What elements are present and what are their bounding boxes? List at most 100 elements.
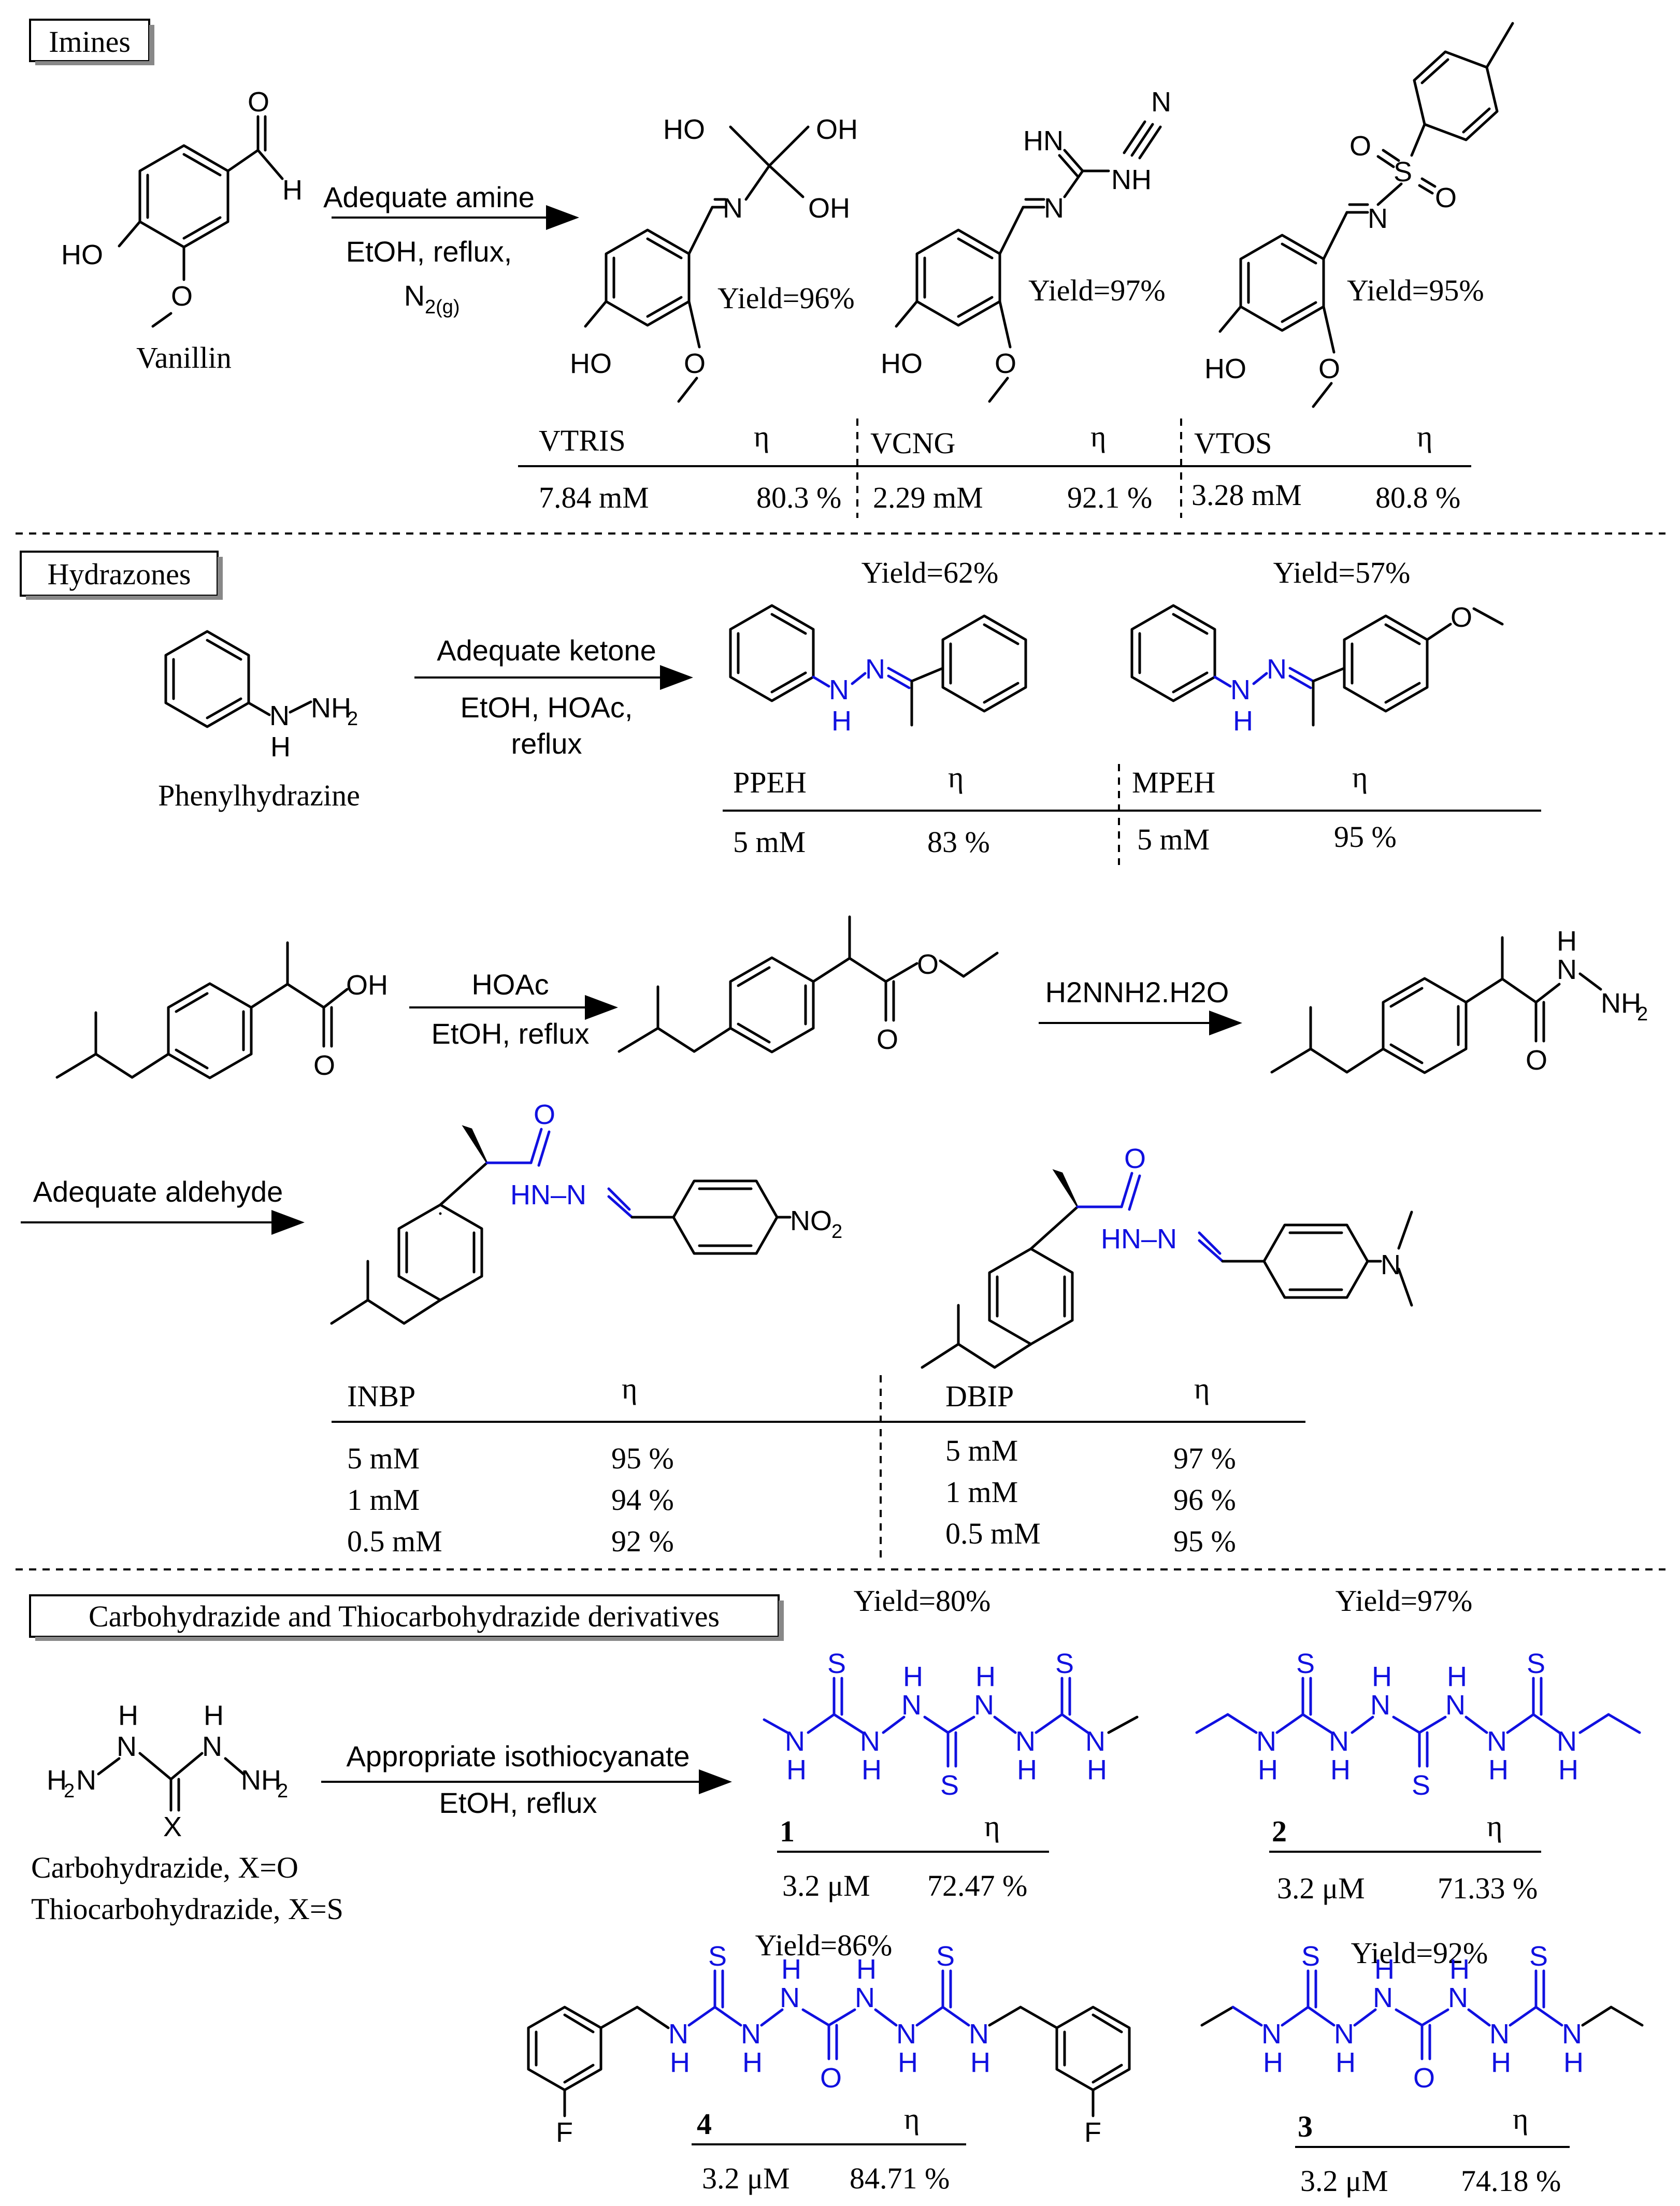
atom-h: H — [1263, 2047, 1283, 2078]
atom-h: H — [1258, 1754, 1278, 1785]
atom-s: S — [827, 1648, 846, 1679]
atom-h: H — [282, 175, 303, 206]
atom-n: N — [1151, 86, 1171, 118]
atom-subscript: 2 — [64, 1780, 75, 1802]
condition-text: reflux — [511, 727, 582, 760]
atom-n: N — [1557, 954, 1577, 985]
atom-n: N — [117, 1731, 137, 1762]
atom-f: F — [556, 2117, 573, 2148]
table-cell: 95 % — [1173, 1524, 1236, 1558]
atom-h: H — [856, 1954, 877, 1985]
table-header: η — [622, 1372, 637, 1405]
table-header: VTOS — [1194, 426, 1272, 460]
atom-ho: HO — [570, 348, 612, 379]
carbo-title: Carbohydrazide and Thiocarbohydrazide de… — [89, 1599, 720, 1633]
yield-label: Yield=97% — [1028, 273, 1166, 307]
atom-h: H — [1017, 1754, 1037, 1785]
atom-n: N — [1368, 203, 1388, 234]
compound-1-table: 1 η 3.2 μM 72.47 % — [777, 1809, 1049, 1902]
compound-4-table: 4 η 3.2 μM 84.71 % — [692, 2102, 966, 2195]
atom-h: H — [204, 1700, 224, 1731]
table-header: INBP — [347, 1379, 415, 1413]
compound-2-table: 2 η 3.2 μM 71.33 % — [1269, 1809, 1541, 1905]
atom-h: H — [975, 1661, 996, 1692]
atom-o: O — [1318, 353, 1340, 384]
table-cell: 3.2 μM — [1300, 2164, 1388, 2198]
atom-h: H — [1488, 1754, 1509, 1785]
yield-label: Yield=95% — [1347, 273, 1484, 307]
atom-h: H — [1447, 1661, 1467, 1692]
table-cell: 3.2 μM — [702, 2161, 790, 2195]
ibuprofen-hydrazide-structure: O N H NH 2 — [1270, 926, 1648, 1076]
atom-n: N — [1261, 2018, 1282, 2050]
imines-section: Imines O H HO O Vanillin Adequate amine … — [29, 19, 1514, 518]
atom-n: N — [829, 674, 849, 705]
vanillin-structure: O H HO O Vanillin — [61, 86, 303, 374]
atom-h: H — [1330, 1754, 1351, 1785]
table-header: η — [904, 2102, 920, 2136]
carbohydrazide-structure: H 2 N N H X N H NH 2 Carbohydrazide, X=O… — [31, 1700, 343, 1926]
reactant-label: Thiocarbohydrazide, X=S — [31, 1892, 343, 1926]
atom-oh: OH — [816, 114, 858, 145]
yield-label: Yield=62% — [861, 556, 999, 589]
atom-no2: NO — [790, 1205, 832, 1236]
atom-n: N — [76, 1765, 96, 1796]
atom-nh2: NH — [311, 693, 351, 724]
table-header: η — [754, 420, 769, 453]
vtris-structure: N HO OH OH HO O Yield=96% — [570, 114, 858, 403]
compound-3-table: 3 η 3.2 μM 74.18 % — [1295, 2102, 1570, 2198]
table-cell: 71.33 % — [1438, 1871, 1538, 1905]
atom-o: O — [1451, 602, 1472, 633]
ppeh-structure: Yield=62% N H N — [729, 556, 1027, 737]
yield-label: Yield=57% — [1273, 556, 1411, 589]
table-header: η — [948, 760, 964, 794]
atom-o: O — [171, 281, 193, 312]
atom-n: N — [901, 1690, 922, 1721]
atom-s: S — [1527, 1648, 1545, 1679]
phenylhydrazine-structure: N H NH 2 Phenylhydrazine — [158, 630, 360, 812]
atom-o: O — [1435, 182, 1457, 213]
atom-n: N — [1445, 1690, 1466, 1721]
table-cell: 92.1 % — [1067, 481, 1152, 514]
atom-o: O — [877, 1024, 898, 1055]
dbip-structure: O HN–N N — [921, 1143, 1413, 1369]
atom-subscript: 2 — [831, 1221, 842, 1243]
atom-n: N — [1373, 1982, 1393, 2013]
atom-o: O — [248, 86, 269, 118]
atom-n: N — [1044, 193, 1064, 224]
table-cell: 94 % — [611, 1483, 674, 1517]
atom-h: H — [1233, 705, 1253, 737]
condition-text: EtOH, reflux, — [346, 235, 512, 268]
atom-h: H — [1491, 2047, 1511, 2078]
table-cell: 3.2 μM — [1277, 1871, 1365, 1905]
atom-subscript: 2 — [1637, 1003, 1648, 1025]
table-header: PPEH — [733, 766, 807, 799]
ibuprofen-table: INBP η 5 mM 95 % 1 mM 94 % 0.5 mM 92 % D… — [332, 1372, 1305, 1559]
condition-text: N — [404, 279, 425, 312]
atom-h: H — [1558, 1754, 1578, 1785]
table-cell: 0.5 mM — [945, 1517, 1041, 1550]
table-cell: 74.18 % — [1461, 2164, 1561, 2198]
atom-h: H — [1336, 2047, 1356, 2078]
imines-table: VTRIS η 7.84 mM 80.3 % VCNG η 2.29 mM 92… — [518, 419, 1471, 518]
atom-s: S — [1394, 156, 1412, 188]
table-cell: 0.5 mM — [347, 1524, 442, 1558]
atom-s: S — [940, 1770, 959, 1801]
hydrazones-table: PPEH η 5 mM 83 % MPEH η 5 mM 95 % — [723, 760, 1541, 865]
table-cell: 95 % — [1334, 820, 1397, 854]
condition-text: Appropriate isothiocyanate — [346, 1740, 690, 1772]
atom-h: H — [1372, 1661, 1392, 1692]
table-cell: 7.84 mM — [539, 481, 649, 514]
compound-4-structure: Yield=86% F N H S N H N H O — [527, 1928, 1131, 2148]
atom-nh: NH — [1111, 164, 1152, 195]
hydrazones-title-box — [20, 551, 219, 597]
table-header: η — [1487, 1809, 1502, 1843]
condition-subscript: 2(g) — [425, 296, 460, 318]
compound-3-structure: Yield=92% N H S N H N H O N H N H — [1200, 1936, 1644, 2094]
table-cell: 1 mM — [945, 1475, 1018, 1509]
atom-h: H — [786, 1754, 807, 1785]
atom-n: N — [896, 2018, 916, 2050]
atom-nh2: NH — [1601, 988, 1641, 1019]
atom-s: S — [1529, 1941, 1548, 1972]
